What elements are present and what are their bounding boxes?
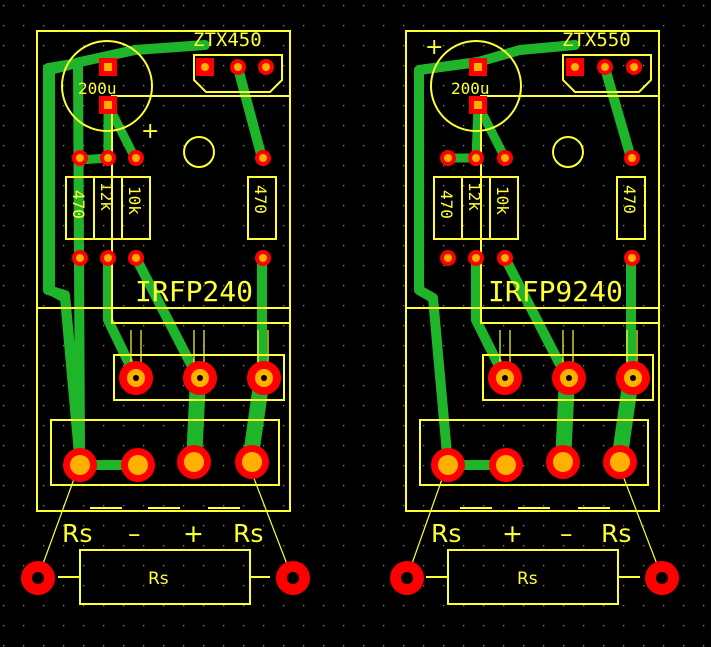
terminal-label-2: + xyxy=(502,519,523,548)
mosfet-pin-header xyxy=(482,354,654,401)
shunt-resistor-label: Rs xyxy=(517,569,538,589)
resistor-r4 xyxy=(247,176,277,240)
transistor-outline xyxy=(562,54,652,93)
board-left: ZTX450 200u + 470 12k 10k 470 IRFP240 Rs… xyxy=(21,29,310,605)
mosfet-outline xyxy=(480,95,660,324)
terminal-label-1: Rs xyxy=(62,519,92,548)
transistor-label: ZTX450 xyxy=(193,29,262,51)
mounting-hole xyxy=(552,136,584,168)
transistor-outline xyxy=(193,54,283,93)
terminal-label-4: Rs xyxy=(601,519,631,548)
resistor-r4 xyxy=(616,176,646,240)
mosfet-label: IRFP9240 xyxy=(488,275,623,308)
terminal-label-3: – xyxy=(560,519,573,548)
r2-label: 12k xyxy=(465,182,484,211)
r4-label: 470 xyxy=(251,185,270,214)
r3-label: 10k xyxy=(125,186,144,215)
pads-right xyxy=(390,58,679,595)
terminal-block xyxy=(50,419,280,486)
capacitor-outline xyxy=(430,40,522,132)
r1-label: 470 xyxy=(437,190,456,219)
resistor-r3 xyxy=(489,176,519,240)
pads-left xyxy=(21,58,310,595)
r4-label: 470 xyxy=(620,185,639,214)
terminal-label-3: + xyxy=(183,519,204,548)
capacitor-outline xyxy=(61,40,153,132)
resistor-r3 xyxy=(121,176,151,240)
capacitor-label: 200u xyxy=(78,79,117,98)
terminal-label-2: – xyxy=(128,519,141,548)
shunt-resistor-label: Rs xyxy=(148,569,169,589)
r3-label: 10k xyxy=(493,186,512,215)
terminal-block xyxy=(419,419,649,486)
mounting-hole xyxy=(183,136,215,168)
r2-label: 12k xyxy=(97,182,116,211)
capacitor-label: 200u xyxy=(451,79,490,98)
capacitor-plus-label: + xyxy=(425,35,443,60)
mosfet-pin-header xyxy=(113,354,285,401)
terminal-label-1: Rs xyxy=(431,519,461,548)
transistor-label: ZTX550 xyxy=(562,29,631,51)
mosfet-outline xyxy=(111,95,291,324)
terminal-label-4: Rs xyxy=(233,519,263,548)
r1-label: 470 xyxy=(69,190,88,219)
board-right: + ZTX550 200u 470 12k 10k 470 IRFP9240 R… xyxy=(390,29,679,605)
mosfet-label: IRFP240 xyxy=(135,275,253,308)
capacitor-plus-label: + xyxy=(141,119,159,144)
